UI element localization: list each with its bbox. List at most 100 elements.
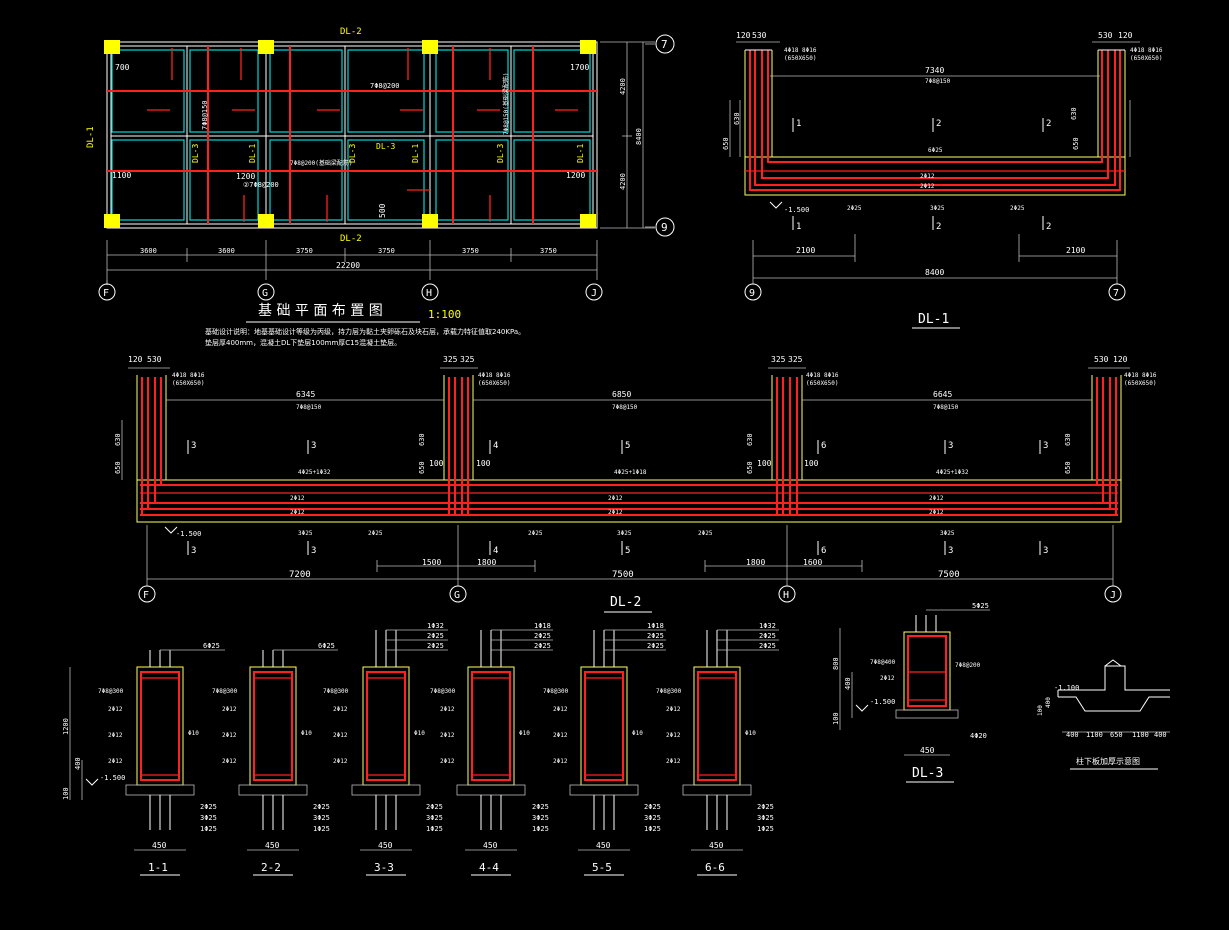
dl2-sec-bot-3: 4 — [493, 546, 498, 556]
plan-beam-mid-6: DL-3 — [496, 144, 505, 163]
plan-rebar-label-11: 500 — [378, 203, 387, 218]
dl2-level: -1.500 — [176, 530, 201, 538]
section-2-2-mid-1: 2Φ12 — [222, 706, 237, 713]
section-4-4-mid-2: 2Φ12 — [440, 732, 455, 739]
section-4-4-width: 450 — [483, 841, 498, 850]
slab-detail: -1.100 400 1100 650 1100 400 100 400 柱下板… — [1037, 659, 1170, 770]
section-6-6-side: 7Φ8@300 — [656, 688, 682, 695]
dl3-side-left: 7Φ8@400 — [870, 659, 896, 666]
dl2-sec-bot-5: 6 — [821, 546, 826, 556]
section-1-1-bot-1: 2Φ25 — [200, 803, 217, 811]
dl2-bot-bar-2: 2Φ25 — [368, 530, 383, 537]
section-level: -1.500 — [100, 774, 125, 782]
dl2-bot-bar-5: 2Φ25 — [698, 530, 713, 537]
beam-sections: 1200 400 100 -1.500 6Φ25 7Φ8@300 2Φ12 2Φ… — [62, 622, 779, 876]
dl2-sec-bot-7: 3 — [1043, 546, 1048, 556]
dl2-small-dim-4: 100 — [804, 459, 819, 468]
dl2-mid-dim-1: 650 — [418, 461, 426, 474]
dl1-right-dim-1: 650 — [1072, 137, 1080, 150]
dl2-top-dim-5: 325 — [771, 355, 786, 364]
section-3-3-mid-1: 2Φ12 — [333, 706, 348, 713]
dl1-sec-top-2: 2 — [936, 119, 941, 129]
dl1-top-bar: 6Φ25 — [928, 147, 943, 154]
dl2-bot-bar-6: 3Φ25 — [940, 530, 955, 537]
dl2-inner-dim-3: 1800 — [746, 558, 765, 567]
dl2-left-dim-2: 630 — [114, 433, 122, 446]
slab-left-dim-1: 100 — [1037, 705, 1044, 716]
plan-rebar-label-9: 1700 — [570, 63, 589, 72]
section-3-3-bot-3: 1Φ25 — [426, 825, 443, 833]
dl3-level: -1.500 — [870, 698, 895, 706]
dl1-title: DL-1 — [918, 312, 949, 327]
section-6-6-mid-3: 2Φ12 — [666, 758, 681, 765]
section-6-6-label: 6-6 — [705, 861, 725, 874]
section-5-5-mid-2: 2Φ12 — [553, 732, 568, 739]
dl2-top-dim-3: 325 — [443, 355, 458, 364]
section-5-5-bot-3: 1Φ25 — [644, 825, 661, 833]
plan-rebar-label-1: 7Φ8@200 — [370, 82, 400, 90]
dl2-col-note-4: 4Φ18 8Φ16 — [1124, 372, 1157, 379]
section-1-1-mid-2: 2Φ12 — [108, 732, 123, 739]
dl1-top-dim-1: 120 — [736, 31, 751, 40]
slab-dim-5: 400 — [1154, 731, 1167, 739]
section-3-3-stirrup: Φ10 — [414, 730, 425, 737]
dl1-sec-bot-1: 1 — [796, 222, 801, 232]
dl1-elevation: 120 530 530 120 4Φ18 8Φ16 (650X650) 4Φ18… — [722, 31, 1163, 329]
plan-rebar-label-3: 7Φ8@200(基础梁配筋) — [290, 159, 353, 167]
section-6-6-top-2: 2Φ25 — [759, 632, 776, 640]
section-4-4-side: 7Φ8@300 — [430, 688, 456, 695]
plan-rebar — [107, 46, 597, 224]
dl1-sec-top-3: 2 — [1046, 119, 1051, 129]
dl2-lower-bar-3: 2Φ12 — [929, 509, 944, 516]
section-4-4-stirrup: Φ10 — [519, 730, 530, 737]
section-5-5-top-2: 2Φ25 — [647, 632, 664, 640]
section-5-5-side: 7Φ8@300 — [543, 688, 569, 695]
section-6-6-top-3: 2Φ25 — [759, 642, 776, 650]
dl2-top-dim-1: 120 — [128, 355, 143, 364]
plan-beam-mid-5: DL-1 — [411, 144, 420, 163]
section-1-1-side: 7Φ8@300 — [98, 688, 124, 695]
section-2-2-width: 450 — [265, 841, 280, 850]
dl2-right-dim-2: 630 — [1064, 433, 1072, 446]
dl2-mid-bar-1: 2Φ12 — [290, 495, 305, 502]
section-1-1-bot-3: 1Φ25 — [200, 825, 217, 833]
section-1-1-mid-3: 2Φ12 — [108, 758, 123, 765]
plan-beam-mid-1: DL-3 — [191, 144, 200, 163]
plan-rebar-label-5: ②7Φ8@200 — [243, 181, 279, 189]
plan-rebar-label-10: 1200 — [566, 171, 585, 180]
dl2-axis-H: H — [783, 590, 789, 601]
dl2-small-dim-3: 100 — [757, 459, 772, 468]
dl2-axis-F: F — [143, 590, 149, 601]
section-5-5-bot-1: 2Φ25 — [644, 803, 661, 811]
plan-rebar-label-4: 7Φ8@150(基础梁配筋) — [502, 72, 510, 135]
dl2-col-note-sub-3: (650X650) — [806, 380, 839, 387]
dl2-inner-dim-1: 1500 — [422, 558, 441, 567]
dl2-col-note-sub-1: (650X650) — [172, 380, 205, 387]
dl2-col-note-sub-2: (650X650) — [478, 380, 511, 387]
dl2-top-bar-3: 4Φ25+1Φ32 — [936, 469, 969, 476]
dl2-span-1: 6345 — [296, 390, 315, 399]
plan-beam-mid-2: DL-1 — [248, 144, 257, 163]
plan-beam-bottom: DL-2 — [340, 234, 362, 244]
dl2-elevation: 120 530 325 325 325 325 530 120 4Φ18 8Φ1… — [114, 355, 1157, 613]
dl1-sec-bot-3: 2 — [1046, 222, 1051, 232]
plan-dim-right-2: 4200 — [619, 173, 627, 190]
plan-axis-7: 7 — [661, 38, 668, 51]
dl2-sec-top-4: 5 — [625, 441, 630, 451]
section-left-dim-1: 1200 — [62, 718, 70, 735]
dl3-title: DL-3 — [912, 766, 943, 781]
plan-beam-mid-4: DL-3 — [376, 142, 395, 151]
section-6-6-bot-2: 3Φ25 — [757, 814, 774, 822]
dl3-left-dim-2: 400 — [844, 677, 852, 690]
section-6-6-width: 450 — [709, 841, 724, 850]
section-4-4-bot-1: 2Φ25 — [532, 803, 549, 811]
section-1-1-width: 450 — [152, 841, 167, 850]
dl2-bot-bar-4: 3Φ25 — [617, 530, 632, 537]
dl1-bot-bar-2: 3Φ25 — [930, 205, 945, 212]
dl3-top: 5Φ25 — [972, 602, 989, 610]
plan-axis-H: H — [426, 288, 432, 299]
dl3-section: 5Φ25 7Φ8@400 7Φ8@200 2Φ12 4Φ20 -1.500 80… — [832, 602, 990, 783]
section-4-4-mid-3: 2Φ12 — [440, 758, 455, 765]
dl1-mid-bar-1: 2Φ12 — [920, 173, 935, 180]
section-3-3-top-1: 1Φ32 — [427, 622, 444, 630]
